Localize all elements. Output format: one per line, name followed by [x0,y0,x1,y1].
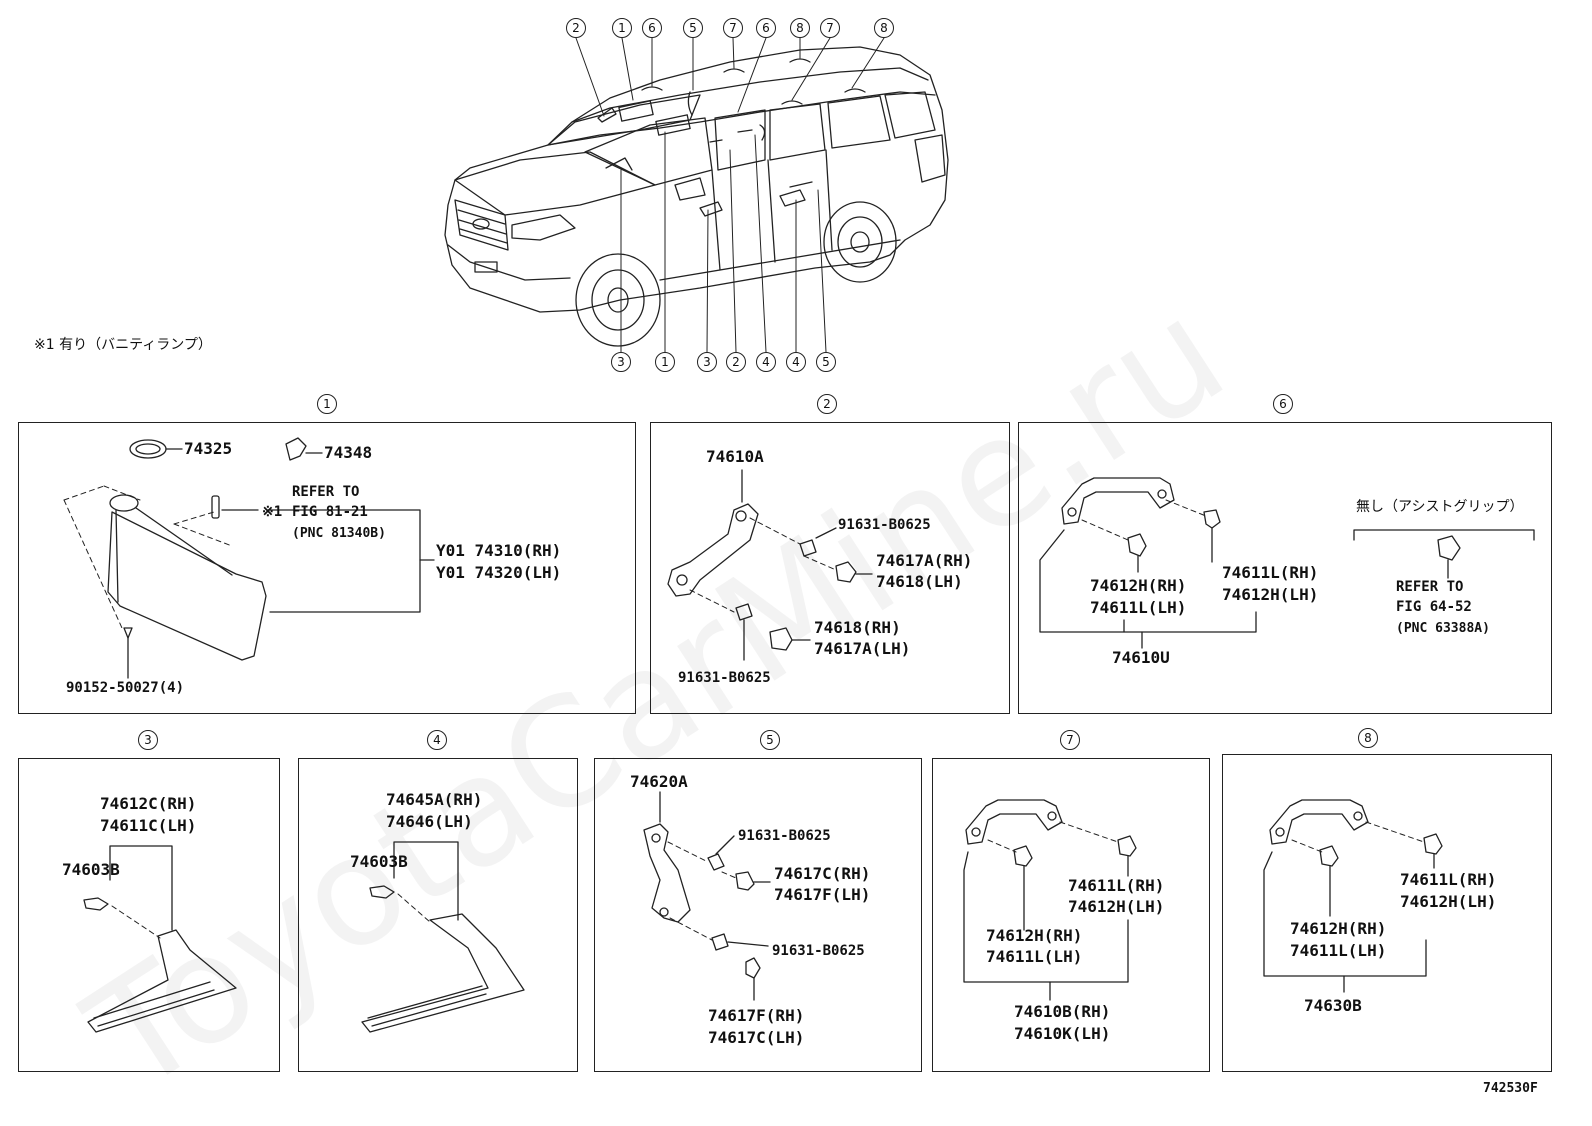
part-bolt-upper-5: 91631-B0625 [738,828,831,844]
refer-pnc: (PNC 81340B) [292,526,386,541]
part-74610a: 74610A [706,447,764,466]
part-bolt-lower: 91631-B0625 [678,670,771,686]
figure-id: 742530F [1483,1081,1538,1096]
overview-callout-bottom-1: 3 [611,352,631,372]
part-clip-r-rh-7: 74611L(RH) [1068,876,1165,895]
part-clip-74603b-2: 74603B [350,852,408,871]
part-clip-left-rh: 74612H(RH) [1090,576,1187,595]
panel-2-number: 2 [817,394,837,414]
overview-callout-top-2: 1 [612,18,632,38]
part-clip-l-rh-8: 74612H(RH) [1290,919,1387,938]
part-clip-right-rh: 74611L(RH) [1222,563,1319,582]
refer-mark: ※1 [262,504,283,520]
part-garnish-front-rh: 74612C(RH) [100,794,197,813]
panel-8-frame [1222,754,1552,1072]
part-74610b-rh: 74610B(RH) [1014,1002,1111,1021]
overview-callout-top-1: 2 [566,18,586,38]
panel-4-number: 4 [427,730,447,750]
panel-5-frame [594,758,922,1072]
part-cap-f-lh: 74617F(LH) [774,885,871,904]
part-74348: 74348 [324,443,373,462]
overview-callout-bottom-3: 3 [697,352,717,372]
part-clip-l-lh-8: 74611L(LH) [1290,941,1387,960]
assist-grip-front-drawing [667,469,873,661]
assist-grip-rear-drawing [1039,477,1535,649]
overview-callout-top-7: 8 [790,18,810,38]
part-cap-c-lh: 74617C(LH) [708,1028,805,1047]
panel-3-number: 3 [138,730,158,750]
part-clip-left-lh: 74611L(LH) [1090,598,1187,617]
panel-8-number: 8 [1358,728,1378,748]
part-bolt-upper: 91631-B0625 [838,517,931,533]
panel-7-frame [932,758,1210,1072]
panel-4-frame [298,758,578,1072]
part-bolt-lower-5: 91631-B0625 [772,943,865,959]
part-clip-r-rh-8: 74611L(RH) [1400,870,1497,889]
part-74630b: 74630B [1304,996,1362,1015]
assist-grip-rear-3-drawing [1263,799,1443,993]
part-clip-r-lh-7: 74612H(LH) [1068,897,1165,916]
part-74325: 74325 [184,439,233,458]
panel-1-frame [18,422,636,714]
panel-1-number: 1 [317,394,337,414]
part-garnish-front-lh: 74611C(LH) [100,816,197,835]
part-clip-r-lh-8: 74612H(LH) [1400,892,1497,911]
part-visor-lh: Y01 74320(LH) [436,563,562,582]
part-garnish-center-rh: 74645A(RH) [386,790,483,809]
overview-callout-top-6: 6 [756,18,776,38]
panel-7-number: 7 [1060,730,1080,750]
part-clip-right-lh: 74612H(LH) [1222,585,1319,604]
panel-6-number: 6 [1273,394,1293,414]
part-cap-upper-rh: 74617A(RH) [876,551,973,570]
part-74620a: 74620A [630,772,688,791]
part-screw: 90152-50027(4) [66,680,185,696]
pillar-garnish-front-drawing [83,845,237,1033]
part-cap-upper-lh: 74618(LH) [876,572,963,591]
part-garnish-center-lh: 74646(LH) [386,812,473,831]
overview-callout-top-9: 8 [874,18,894,38]
refer-fig-2: FIG 64-52 [1396,599,1472,615]
refer-to-label-2: REFER TO [1396,579,1464,595]
part-clip-74603b: 74603B [62,860,120,879]
part-cap-lower-rh: 74618(RH) [814,618,901,637]
sun-visor-drawing [63,437,435,679]
vehicle-illustration [444,46,949,347]
part-74610k-lh: 74610K(LH) [1014,1024,1111,1043]
overview-callout-top-8: 7 [820,18,840,38]
pillar-garnish-center-drawing [361,841,525,1033]
vanity-lamp-note: ※1 有り（バニティランプ） [34,337,212,353]
panel-3-frame [18,758,280,1072]
diagram-drawings [63,37,1535,1033]
part-visor-rh: Y01 74310(RH) [436,541,562,560]
part-cap-f-rh: 74617F(RH) [708,1006,805,1025]
overview-callout-top-5: 7 [723,18,743,38]
overview-callout-bottom-4: 2 [726,352,746,372]
overview-callout-bottom-2: 1 [655,352,675,372]
part-cap-c-rh: 74617C(RH) [774,864,871,883]
part-74610u: 74610U [1112,648,1170,667]
panel-5-number: 5 [760,730,780,750]
part-cap-lower-lh: 74617A(LH) [814,639,911,658]
overview-callout-bottom-7: 5 [816,352,836,372]
panel-6-frame [1018,422,1552,714]
overview-callout-top-4: 5 [683,18,703,38]
overview-callout-top-3: 6 [642,18,662,38]
part-clip-l-rh-7: 74612H(RH) [986,926,1083,945]
part-clip-l-lh-7: 74611L(LH) [986,947,1083,966]
without-grip-note: 無し（アシストグリップ） [1356,499,1524,515]
assist-grip-rear-2-drawing [963,799,1137,1001]
overview-callout-bottom-5: 4 [756,352,776,372]
refer-to-label: REFER TO [292,484,360,500]
overview-callout-bottom-6: 4 [786,352,806,372]
refer-pnc-2: (PNC 63388A) [1396,621,1490,636]
panel-2-frame [650,422,1010,714]
refer-fig: FIG 81-21 [292,504,368,520]
assist-grip-center-drawing [643,791,771,1001]
